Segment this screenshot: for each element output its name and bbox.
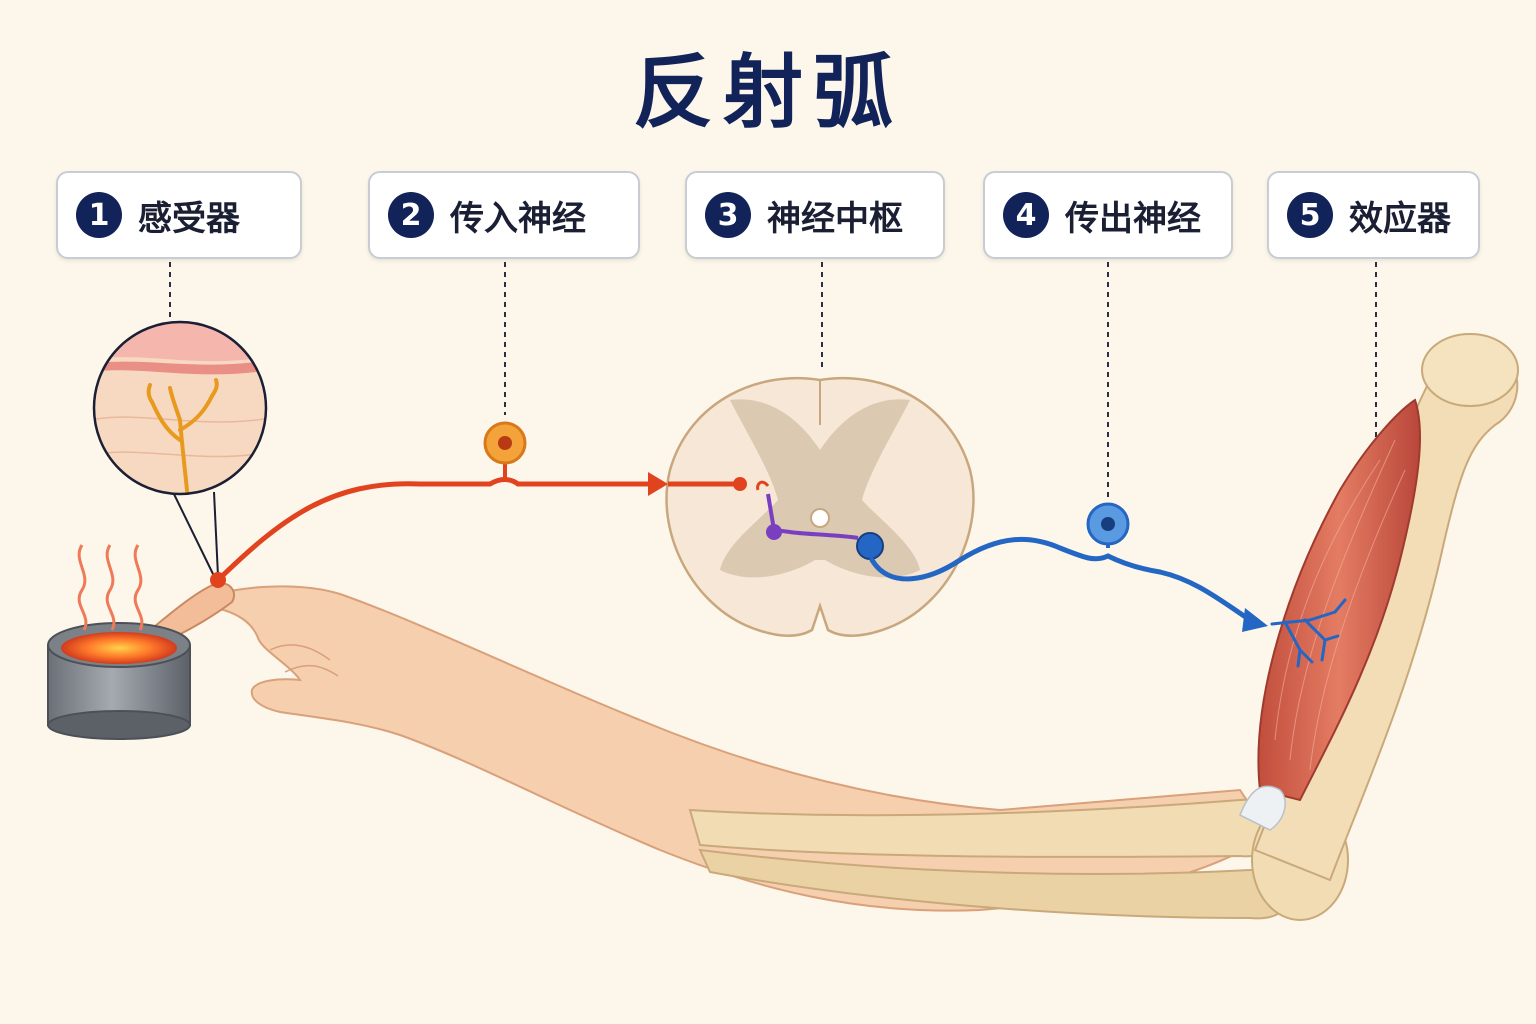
step-receptor: 1 感受器	[56, 171, 302, 259]
tendon	[1239, 785, 1286, 831]
interneuron	[766, 493, 859, 540]
central-canal	[810, 508, 830, 528]
page-title: 反射弧	[633, 46, 903, 139]
motor-neuron-body	[856, 532, 884, 560]
step-number-badge: 2	[388, 192, 434, 238]
step-number-badge: 4	[1003, 192, 1049, 238]
leader-lines	[169, 262, 1377, 500]
spinal-cord	[665, 376, 975, 637]
heat-source	[47, 544, 191, 740]
humerus-head	[1421, 333, 1519, 407]
heat-waves-icon	[77, 544, 144, 631]
motor-end-plate-icon	[1270, 598, 1347, 668]
step-afferent-nerve: 2 传入神经	[368, 171, 640, 259]
receptor-point	[210, 572, 226, 588]
step-efferent-nerve: 4 传出神经	[983, 171, 1233, 259]
step-label: 神经中枢	[767, 198, 903, 239]
heat-glow	[61, 632, 177, 664]
step-number-badge: 1	[76, 192, 122, 238]
efferent-arrow-icon	[1242, 608, 1268, 632]
nerve-ending-icon	[146, 378, 219, 494]
step-label: 感受器	[138, 198, 240, 239]
step-number-badge: 3	[705, 192, 751, 238]
step-label: 传入神经	[450, 198, 586, 239]
interneuron-body	[766, 524, 782, 540]
afferent-nerve	[210, 421, 770, 588]
afferent-arrow-icon	[648, 472, 668, 496]
receptor-magnifier	[92, 320, 268, 577]
step-effector: 5 效应器	[1267, 171, 1480, 259]
efferent-nerve	[856, 502, 1347, 668]
arm	[146, 333, 1519, 921]
step-label: 传出神经	[1065, 198, 1201, 239]
step-nerve-center: 3 神经中枢	[685, 171, 945, 259]
step-label: 效应器	[1349, 198, 1451, 239]
biceps-muscle	[1257, 398, 1421, 802]
step-number-badge: 5	[1287, 192, 1333, 238]
